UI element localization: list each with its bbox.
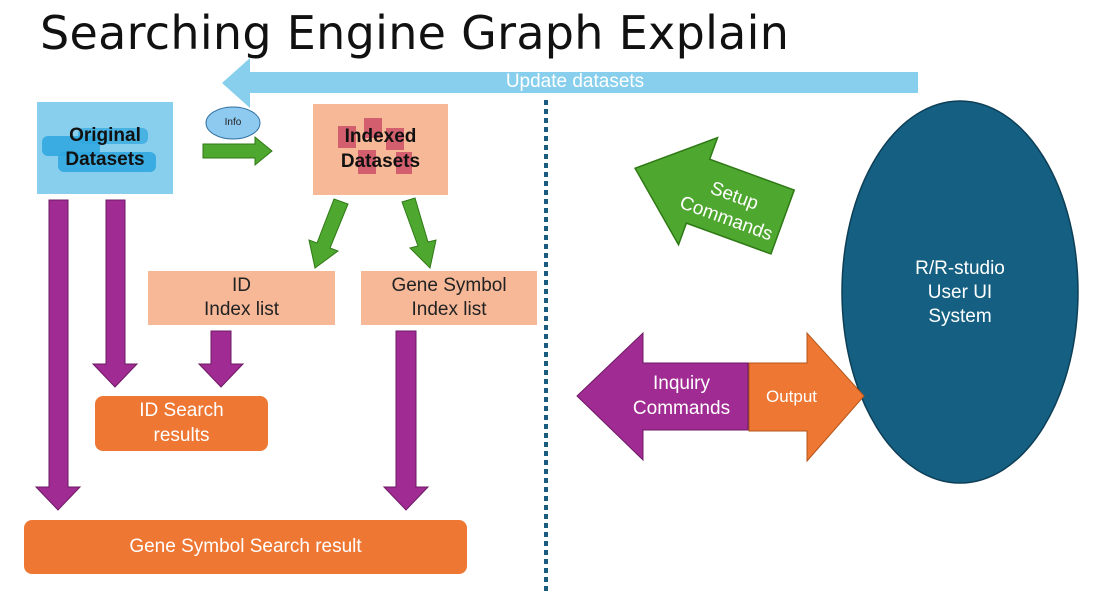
update-datasets-label: Update datasets <box>505 71 645 93</box>
indexed-to-id-arrow <box>308 198 349 269</box>
original-datasets-decor <box>58 152 156 172</box>
original-datasets-label: Original Datasets <box>65 124 145 170</box>
gene-results-label: Gene Symbol Search result <box>129 535 362 557</box>
id-index-box <box>148 271 335 325</box>
info-bubble <box>205 106 261 140</box>
page-title: Searching Engine Graph Explain <box>40 6 790 60</box>
original-to-indexed-arrow <box>202 135 273 167</box>
system-ellipse <box>841 100 1079 484</box>
original-to-id-result-arrow <box>91 199 139 388</box>
output-label: Output <box>765 387 818 407</box>
gene-index-label: Gene Symbol Index list <box>391 274 507 320</box>
setup-commands-arrow <box>633 136 796 255</box>
indexed-datasets-decor <box>386 128 404 150</box>
id-index-label: ID Index list <box>204 274 279 320</box>
indexed-datasets-label: Indexed Datasets <box>340 126 421 172</box>
original-to-gene-result-arrow <box>34 199 82 511</box>
id-results-label: ID Search results <box>139 400 224 446</box>
id-results-box <box>95 396 268 451</box>
output-arrow <box>748 331 865 463</box>
gene-index-box <box>361 271 537 325</box>
original-datasets-decor <box>78 128 148 144</box>
inquiry-commands-arrow <box>576 331 749 462</box>
gene-results-box <box>24 520 467 574</box>
update-datasets-arrow <box>222 58 918 108</box>
info-label: Info <box>224 116 242 128</box>
indexed-datasets-decor <box>358 150 376 174</box>
indexed-datasets-decor <box>396 152 412 174</box>
inquiry-commands-label: Inquiry Commands <box>632 373 731 419</box>
indexed-datasets-decor <box>338 126 356 148</box>
system-label: R/R-studio User UI System <box>915 257 1005 328</box>
indexed-to-gene-arrow <box>401 197 437 270</box>
gene-index-to-result-arrow <box>382 330 430 511</box>
indexed-datasets-decor <box>364 118 382 138</box>
id-index-to-result-arrow <box>197 330 245 388</box>
